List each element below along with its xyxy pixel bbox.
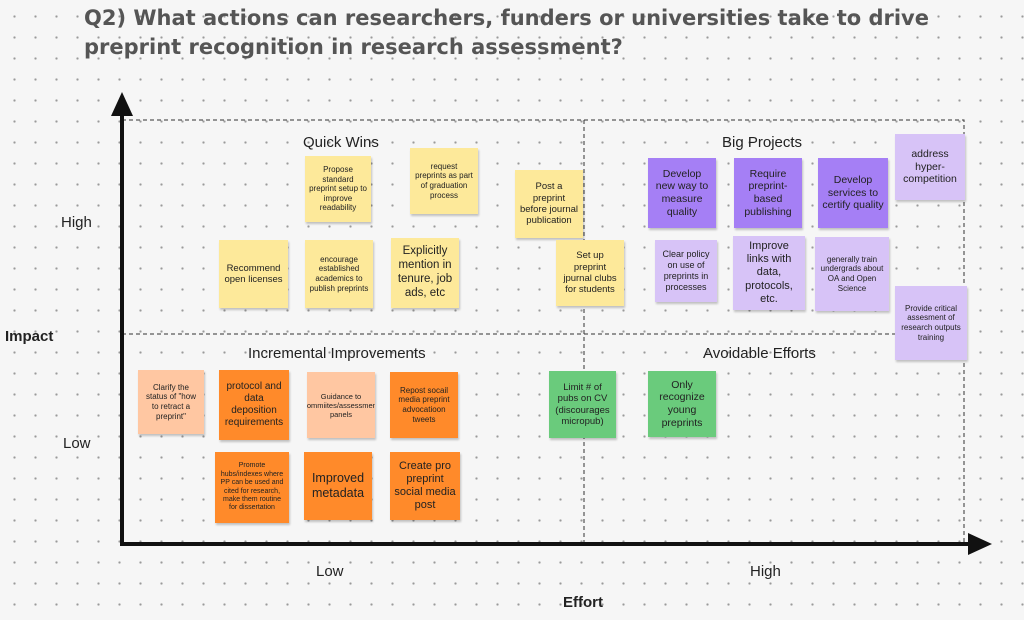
sticky-note-require-publishing[interactable]: Require preprint-based publishing [734, 158, 802, 228]
sticky-note-encourage-academics[interactable]: encourage established academics to publi… [305, 240, 373, 308]
sticky-note-only-young[interactable]: Only recognize young preprints [648, 371, 716, 437]
y-high-label: High [61, 214, 92, 231]
sticky-note-explicitly-mention[interactable]: Explicitly mention in tenure, job ads, e… [391, 238, 459, 308]
quadrant-label-big-projects: Big Projects [722, 134, 803, 151]
sticky-note-promote-hubs[interactable]: Promote hubs/indexes where PP can be use… [215, 452, 289, 523]
sticky-note-propose-standard[interactable]: Propose standard preprint setup to impro… [305, 156, 371, 222]
y-axis-arrow [111, 92, 133, 116]
x-high-label: High [750, 563, 781, 580]
quadrant-label-incremental: Incremental Improvements [248, 345, 426, 362]
sticky-note-critical-assessment[interactable]: Provide critical assesment of research o… [895, 286, 967, 360]
sticky-note-improved-metadata[interactable]: Improved metadata [304, 452, 372, 520]
sticky-note-develop-measure[interactable]: Develop new way to measure quality [648, 158, 716, 228]
sticky-note-clarify-retract[interactable]: Clarify the status of "how to retract a … [138, 370, 204, 434]
sticky-note-post-preprint[interactable]: Post a preprint before journal publicati… [515, 170, 583, 238]
sticky-note-clear-policy[interactable]: Clear policy on use of preprints in proc… [655, 240, 717, 302]
sticky-note-improve-links[interactable]: Improve links with data, protocols, etc. [733, 236, 805, 310]
y-axis-title: Impact [5, 328, 54, 345]
quadrant-label-quick-wins: Quick Wins [303, 134, 379, 151]
sticky-note-journal-clubs[interactable]: Set up preprint jpurnal clubs for studen… [556, 240, 624, 306]
quadrant-label-avoidable: Avoidable Efforts [703, 345, 816, 362]
sticky-note-limit-pubs[interactable]: Limit # of pubs on CV (discourages micro… [549, 371, 616, 438]
sticky-note-repost-social[interactable]: Repost socail media preprint advocatioon… [390, 372, 458, 438]
page-title: Q2) What actions can researchers, funder… [84, 6, 929, 59]
sticky-note-guidance-panels[interactable]: Guidance to commiites/assessment panels [307, 372, 375, 438]
x-axis-title: Effort [563, 594, 603, 611]
sticky-note-hypercompetition[interactable]: address hyper-competition [895, 134, 965, 200]
sticky-note-create-post[interactable]: Create pro preprint social media post [390, 452, 460, 520]
x-axis-arrow [968, 533, 992, 555]
sticky-note-train-undergrads[interactable]: generally train undergrads about OA and … [815, 237, 889, 311]
sticky-note-recommend-licenses[interactable]: Recommend open licenses [219, 240, 288, 308]
sticky-note-request-preprints[interactable]: request preprints as part of graduation … [410, 148, 478, 214]
y-low-label: Low [63, 435, 91, 452]
sticky-note-develop-services[interactable]: Develop services to certify quality [818, 158, 888, 228]
x-low-label: Low [316, 563, 344, 580]
sticky-note-protocol-deposition[interactable]: protocol and data deposition requirement… [219, 370, 289, 440]
